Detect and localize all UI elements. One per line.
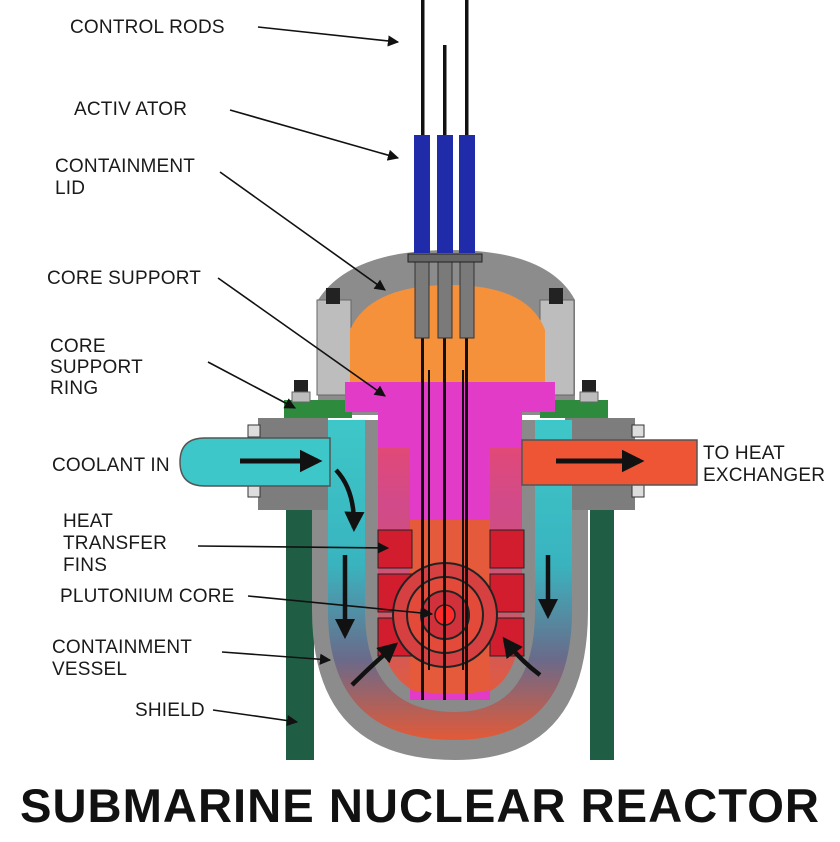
- core-support-ring-right: [540, 400, 608, 418]
- leader-lines: [197, 26, 434, 727]
- activator: [414, 135, 475, 253]
- ring-bolt-left: [294, 380, 308, 394]
- control-rods: [421, 0, 469, 700]
- lid-bolt-housing-right: [539, 299, 575, 396]
- lid-bolt-left: [326, 288, 340, 304]
- label-shield: SHIELD: [135, 700, 205, 721]
- label-to-heat-exchanger-2: EXCHANGER: [703, 465, 825, 486]
- lid-interior: [350, 285, 545, 395]
- label-control-rods: CONTROL RODS: [70, 17, 225, 38]
- flow-arrows: [240, 449, 645, 687]
- label-coolant-in: COOLANT IN: [52, 455, 170, 476]
- label-heat-transfer-fins-2: TRANSFER: [63, 533, 167, 554]
- label-plutonium-core: PLUTONIUM CORE: [60, 586, 235, 607]
- label-heat-transfer-fins-3: FINS: [63, 555, 107, 576]
- label-activator: ACTIV ATOR: [74, 99, 187, 120]
- label-containment-lid-2: LID: [55, 178, 85, 199]
- ring-bolt-right: [582, 380, 596, 394]
- label-heat-transfer-fins-1: HEAT: [63, 511, 113, 532]
- lid-bolt-housing-left: [316, 299, 352, 396]
- label-core-support-ring-3: RING: [50, 378, 98, 399]
- label-containment-vessel-2: VESSEL: [52, 659, 127, 680]
- lid-bolt-right: [549, 288, 563, 304]
- label-core-support: CORE SUPPORT: [47, 268, 201, 289]
- label-core-support-ring-1: CORE: [50, 336, 106, 357]
- shield-right-leg: [590, 497, 614, 760]
- label-containment-vessel-1: CONTAINMENT: [52, 637, 192, 658]
- core-support-ring-left: [284, 400, 352, 418]
- label-core-support-ring-2: SUPPORT: [50, 357, 143, 378]
- label-containment-lid-1: CONTAINMENT: [55, 156, 195, 177]
- diagram-title: SUBMARINE NUCLEAR REACTOR: [20, 779, 820, 832]
- label-to-heat-exchanger-1: TO HEAT: [703, 443, 785, 464]
